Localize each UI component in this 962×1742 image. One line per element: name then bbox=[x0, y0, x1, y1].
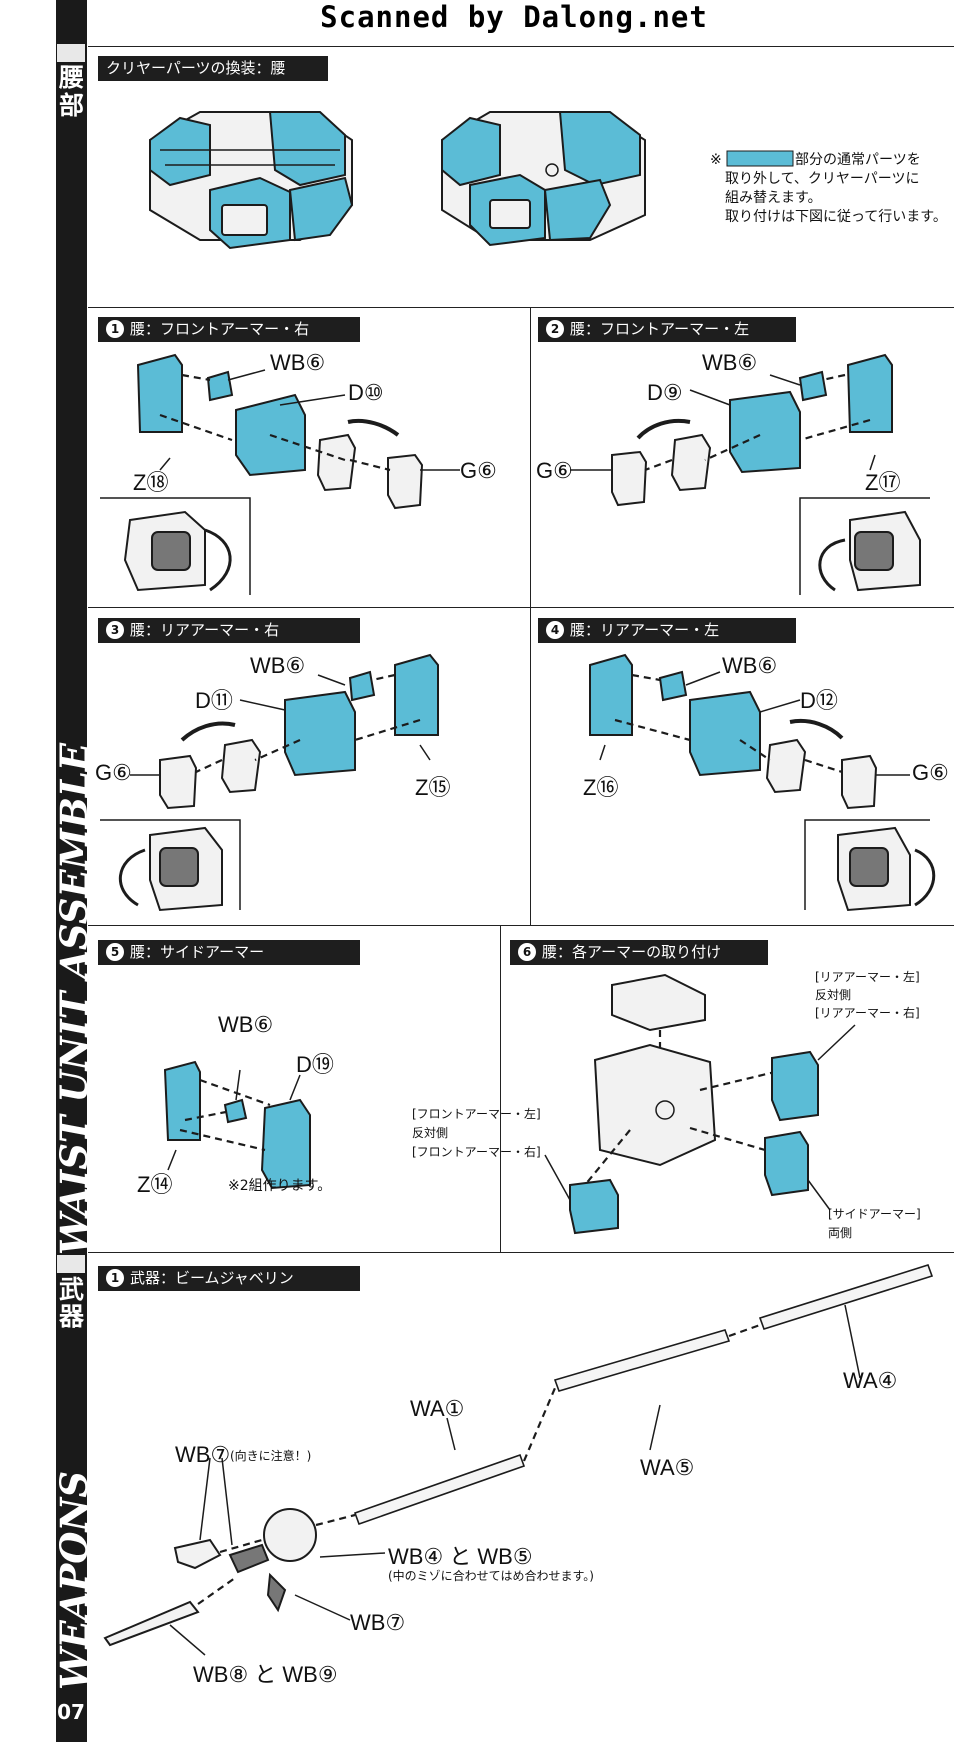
step3-label-d: D⑪ bbox=[195, 688, 233, 713]
step6-illustration bbox=[544, 973, 856, 1235]
weapons-label-wb45: WB④ と WB⑤ bbox=[388, 1544, 533, 1569]
divider-4 bbox=[88, 1252, 954, 1253]
step6-title-text: 腰：各アーマーの取り付け bbox=[542, 943, 722, 961]
step4-title: 4 腰：リアアーマー・左 bbox=[538, 618, 796, 643]
note-line4: 取り付けは下図に従って行います。 bbox=[725, 209, 947, 225]
step6-rear-line3: [リアアーマー・右] bbox=[815, 1006, 920, 1020]
step5-number: 5 bbox=[106, 943, 124, 961]
step6-rear-line2: 反対側 bbox=[815, 988, 852, 1002]
step3-label-wb: WB⑥ bbox=[250, 653, 306, 678]
step3-label-g: G⑥ bbox=[95, 760, 132, 785]
waist-clear-ring-right bbox=[441, 111, 646, 247]
step6-side-line1: [サイドアーマー] bbox=[828, 1207, 921, 1221]
note-line3: 組み替えます。 bbox=[725, 190, 822, 206]
divider-3 bbox=[88, 925, 954, 926]
weapons-title: 1 武器：ビームジャベリン bbox=[98, 1266, 360, 1291]
step6-number: 6 bbox=[518, 943, 536, 961]
step5-label-z: Z⑭ bbox=[137, 1172, 173, 1197]
spine-kanji-2a: 武 bbox=[58, 1275, 84, 1304]
step4-illustration bbox=[589, 653, 936, 912]
step3-title: 3 腰：リアアーマー・右 bbox=[98, 618, 360, 643]
step4-label-z: Z⑯ bbox=[583, 775, 619, 800]
step1-label-g: G⑥ bbox=[460, 458, 497, 483]
step5-title-text: 腰：サイドアーマー bbox=[130, 943, 265, 961]
divider-v2 bbox=[530, 607, 531, 925]
highlight-swatch bbox=[726, 150, 794, 167]
weapons-title-text: 武器：ビームジャベリン bbox=[130, 1269, 294, 1287]
weapons-label-wa5: WA⑤ bbox=[640, 1455, 695, 1480]
divider-v1 bbox=[530, 307, 531, 607]
step4-label-wb: WB⑥ bbox=[722, 653, 778, 678]
note-line2: 取り外して、クリヤーパーツに bbox=[725, 171, 920, 187]
clear-parts-label: クリヤーパーツの換装：腰 bbox=[98, 56, 328, 81]
weapons-label-wb7-bottom: WB⑦ bbox=[350, 1610, 406, 1635]
page-number: 07 bbox=[57, 1700, 85, 1724]
step2-number: 2 bbox=[546, 320, 564, 338]
scan-credit: Scanned by Dalong.net bbox=[320, 0, 708, 34]
step1-label-wb: WB⑥ bbox=[270, 350, 326, 375]
weapons-label-wa1: WA① bbox=[410, 1396, 465, 1421]
weapons-illustration bbox=[103, 1264, 934, 1656]
step1-label-d: D⑩ bbox=[348, 380, 384, 405]
step2-illustration bbox=[570, 353, 930, 595]
step5-title: 5 腰：サイドアーマー bbox=[98, 940, 360, 965]
step1-number: 1 bbox=[106, 320, 124, 338]
step5-label-wb: WB⑥ bbox=[218, 1012, 274, 1037]
step2-label-g: G⑥ bbox=[536, 458, 573, 483]
step3-illustration bbox=[100, 653, 439, 912]
step2-label-wb: WB⑥ bbox=[702, 350, 758, 375]
step4-label-d: D⑫ bbox=[800, 688, 838, 713]
step6-side-line2: 両側 bbox=[828, 1226, 853, 1240]
step3-label-z: Z⑮ bbox=[415, 775, 451, 800]
step4-label-g: G⑥ bbox=[912, 760, 949, 785]
step1-title: 1 腰：フロントアーマー・右 bbox=[98, 317, 360, 342]
frame-top bbox=[88, 46, 954, 47]
spine-kanji-2b: 器 bbox=[58, 1302, 84, 1331]
step5-note: ※2組作ります。 bbox=[228, 1178, 332, 1194]
step6-title: 6 腰：各アーマーの取り付け bbox=[510, 940, 768, 965]
divider-1 bbox=[88, 307, 954, 308]
step2-title: 2 腰：フロントアーマー・左 bbox=[538, 317, 796, 342]
step2-label-z: Z⑰ bbox=[865, 470, 901, 495]
divider-2 bbox=[88, 607, 954, 608]
step6-front-line2: 反対側 bbox=[412, 1126, 449, 1140]
step6-front-line3: [フロントアーマー・右] bbox=[412, 1145, 541, 1159]
step3-title-text: 腰：リアアーマー・右 bbox=[130, 621, 280, 639]
step6-front-line1: [フロントアーマー・左] bbox=[412, 1107, 541, 1121]
step5-label-d: D⑲ bbox=[296, 1052, 334, 1077]
step3-number: 3 bbox=[106, 621, 124, 639]
step1-title-text: 腰：フロントアーマー・右 bbox=[130, 320, 310, 338]
step1-illustration bbox=[100, 353, 460, 595]
step2-label-d: D⑨ bbox=[647, 380, 683, 405]
step4-number: 4 bbox=[546, 621, 564, 639]
spine-marker bbox=[57, 44, 85, 62]
divider-v3 bbox=[500, 925, 501, 1252]
weapons-number: 1 bbox=[106, 1269, 124, 1287]
step6-rear-line1: [リアアーマー・左] bbox=[815, 970, 920, 984]
step2-title-text: 腰：フロントアーマー・左 bbox=[570, 320, 750, 338]
weapons-label-wb7-top: WB⑦ bbox=[175, 1442, 231, 1467]
weapons-label-wa4: WA④ bbox=[843, 1368, 898, 1393]
note-line1: 部分の通常パーツを bbox=[795, 152, 921, 168]
step1-label-z: Z⑱ bbox=[133, 470, 169, 495]
step4-title-text: 腰：リアアーマー・左 bbox=[570, 621, 720, 639]
step5-illustration bbox=[163, 1060, 311, 1190]
spine-marker-2 bbox=[57, 1255, 85, 1273]
spine-kanji-1a: 腰 bbox=[58, 63, 84, 92]
note-mark: ※ bbox=[710, 152, 722, 168]
weapons-label-wb89: WB⑧ と WB⑨ bbox=[193, 1662, 338, 1687]
spine-kanji-1b: 部 bbox=[58, 91, 84, 120]
waist-clear-ring-left bbox=[149, 111, 354, 250]
weapons-note-wb7-top: (向きに注意！) bbox=[230, 1449, 312, 1463]
weapons-note-wb45: (中のミゾに合わせてはめ合わせます。) bbox=[388, 1569, 594, 1583]
spine-bar bbox=[56, 0, 87, 1742]
